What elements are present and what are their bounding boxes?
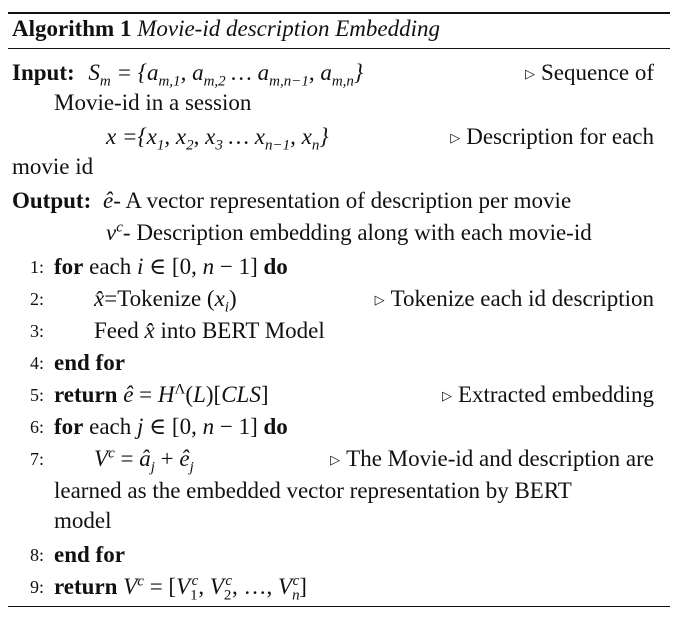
line-number: 8: (29, 545, 44, 565)
input-line-2-cont: movie id (12, 154, 94, 179)
line-number: 1: (29, 257, 44, 277)
step-3-body: Feed x̂ into BERT Model (94, 318, 325, 343)
output-label: Output: (12, 188, 92, 213)
step-7-cont-2: model (54, 508, 112, 533)
step-7-comment: ▷The Movie-id and description are (330, 446, 654, 471)
output-line-2: vc- Description embedding along with eac… (106, 219, 592, 245)
step-9-body: return Vc = [V1c, V2c, …, Vnc] (54, 573, 307, 604)
input-label: Input: (12, 60, 75, 85)
step-8-body: end for (54, 542, 125, 567)
bottom-rule (8, 606, 670, 607)
step-2-body: x̂=Tokenize (xi) (94, 286, 237, 316)
step-7-cont-1: learned as the embedded vector represent… (54, 478, 572, 503)
comment-triangle-icon: ▷ (450, 130, 461, 145)
output-e-hat-math: ê (103, 188, 114, 213)
step-1-range-math: i (137, 254, 144, 279)
algorithm-label: Algorithm 1 (12, 16, 132, 41)
line-number: 5: (29, 385, 44, 405)
input-line-1-cont: Movie-id in a session (54, 90, 252, 115)
line-number: 7: (29, 449, 44, 469)
step-4-body: end for (54, 350, 125, 375)
step-2-comment: ▷Tokenize each id description (374, 286, 654, 311)
algorithm-title: Algorithm 1 Movie-id description Embeddi… (12, 14, 668, 44)
input-comment-2: ▷Description for each (450, 124, 654, 149)
input-line-2: x ={x1, x2, x3 … xn−1, xn} ▷Description … (106, 122, 668, 154)
comment-triangle-icon: ▷ (374, 292, 385, 307)
line-number: 9: (29, 577, 44, 597)
step-5-body: return ê = HΛ(L)[CLS] (54, 381, 269, 407)
input-comment-1: ▷Sequence of (524, 60, 654, 85)
output-line-1: Output: ê- A vector representation of de… (12, 188, 572, 213)
title-rule (8, 48, 670, 49)
comment-triangle-icon: ▷ (441, 388, 452, 403)
input-line-1: Input: Sm = {am,1, am,2 … am,n−1, am,n} … (12, 58, 668, 90)
input-sequence-math: Sm = {am,1, am,2 … am,n−1, am,n} (88, 60, 364, 90)
line-number: 2: (29, 289, 44, 309)
line-number: 6: (29, 417, 44, 437)
output-vc-math: vc (106, 219, 123, 245)
comment-triangle-icon: ▷ (524, 66, 535, 81)
line-number: 3: (29, 321, 44, 341)
line-number: 4: (29, 353, 44, 373)
algorithm-name: Movie-id description Embedding (137, 16, 440, 41)
step-1-body: for each i ∈ [0, n − 1] do (54, 254, 288, 279)
step-6-body: for each j ∈ [0, n − 1] do (54, 414, 288, 439)
output-desc-1: A vector representation of description p… (125, 188, 572, 213)
output-desc-2: Description embedding along with each mo… (136, 220, 592, 245)
comment-triangle-icon: ▷ (330, 452, 341, 467)
step-7-body: Vc = âj + êj (94, 445, 194, 476)
top-rule (8, 12, 670, 14)
input-description-math: x ={x1, x2, x3 … xn−1, xn} (106, 124, 329, 154)
step-5-comment: ▷Extracted embedding (441, 382, 654, 407)
